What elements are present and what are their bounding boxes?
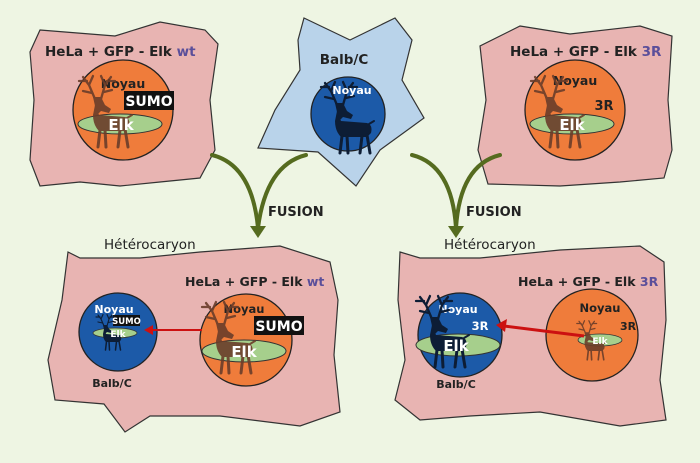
- bottom-left-caption: Hétérocaryon: [104, 237, 196, 253]
- top-left-sumo-box: [124, 91, 174, 110]
- bottom-left-blue-nucleus-label: Noyau: [94, 303, 133, 316]
- bottom-right-caption: Hétérocaryon: [444, 237, 536, 253]
- top-middle-nucleus-label: Noyau: [332, 84, 371, 97]
- fusion-arrowhead-right: [448, 226, 464, 238]
- fusion-label-right: FUSION: [466, 205, 522, 220]
- fusion-arrowhead-left: [250, 226, 266, 238]
- top-right-3r-label: 3R: [594, 99, 613, 114]
- top-right-elk-label: Elk: [559, 116, 585, 134]
- top-left-sumo-label: SUMO: [125, 94, 172, 110]
- bottom-right-balbc-label: Balb/C: [436, 378, 476, 391]
- bottom-left-balbc-label: Balb/C: [92, 377, 132, 390]
- top-middle-title: Balb/C: [320, 52, 369, 68]
- bottom-left-blue-elk-label: Elk: [110, 330, 126, 340]
- top-right-title: HeLa + GFP - Elk 3R: [510, 44, 662, 60]
- bottom-right-orange-3r-label: 3R: [620, 320, 637, 333]
- bottom-right-orange-elk-label: Elk: [592, 337, 608, 347]
- fusion-label-left: FUSION: [268, 205, 324, 220]
- bottom-right-blue-3r-label: 3R: [472, 319, 489, 333]
- bottom-right-blue-elk-label: Elk: [443, 337, 469, 355]
- bottom-right-orange-nucleus-label: Noyau: [580, 301, 621, 315]
- bottom-right-blue-nucleus-label: Noyau: [438, 303, 477, 316]
- bottom-left-orange-nucleus-label: Noyau: [224, 302, 265, 316]
- bottom-right-import-arrow: [503, 324, 585, 338]
- top-left-elk-label: Elk: [108, 116, 134, 134]
- fusion-stem-right: [410, 153, 502, 230]
- bottom-left-blue-sumo-box: [113, 315, 140, 326]
- fusion-stem-left: [210, 153, 308, 230]
- bottom-right-hela-title: HeLa + GFP - Elk 3R: [518, 274, 659, 289]
- bottom-left-orange-elk-label: Elk: [231, 343, 257, 361]
- bottom-right-import-arrowhead: [496, 319, 507, 332]
- bottom-left-orange-sumo-box: [254, 316, 304, 335]
- bottom-left-orange-sumo-label: SUMO: [255, 319, 302, 335]
- top-left-title: HeLa + GFP - Elk wt: [45, 44, 196, 60]
- top-left-nucleus-label: Noyau: [101, 76, 146, 91]
- bottom-left-export-arrowhead: [144, 325, 153, 335]
- bottom-left-blue-sumo-label: SUMO: [112, 317, 141, 327]
- bottom-left-hela-title: HeLa + GFP - Elk wt: [185, 274, 324, 289]
